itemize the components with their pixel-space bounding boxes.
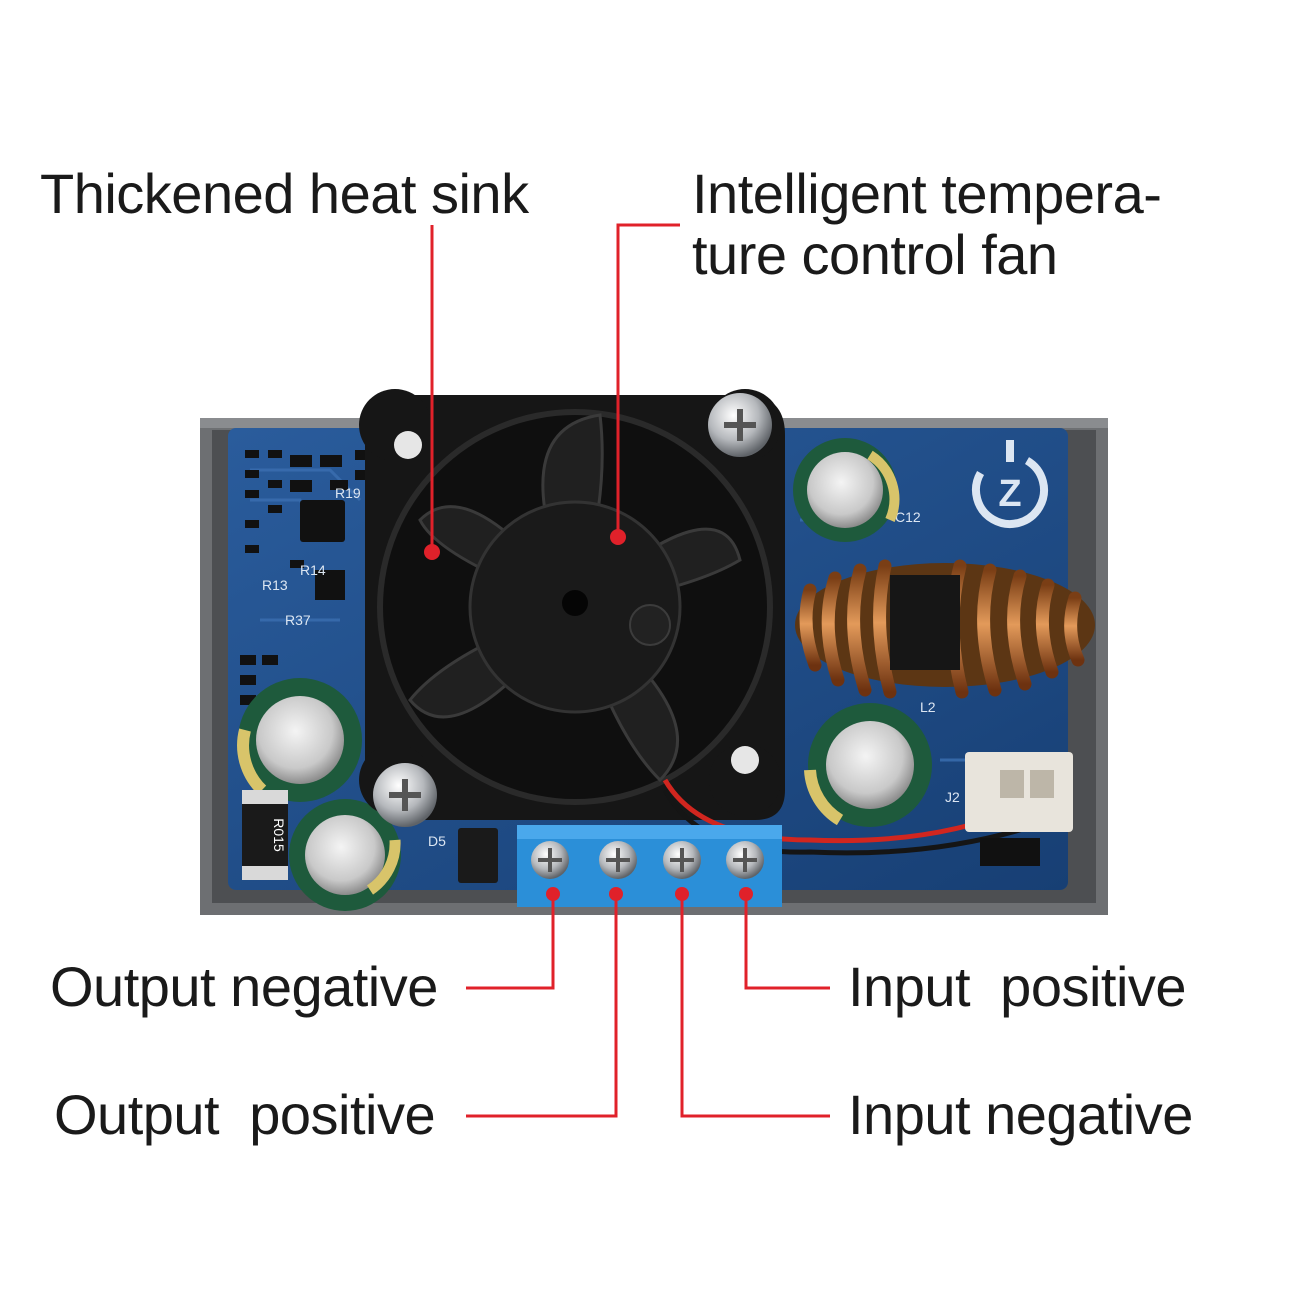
leader-lines [430,223,830,1118]
diode-d5 [458,828,498,883]
capacitor-left-large [237,678,362,802]
capacitor-top-right [793,438,900,542]
capacitors [237,438,932,911]
callout-fan-line2: ture control fan [692,223,1058,286]
callout-output-negative: Output negative [50,955,438,1018]
capacitor-left-small [289,799,401,911]
cooling-fan [359,389,785,820]
callout-output-positive: Output positive [54,1083,436,1146]
silkscreen-r19: R19 [335,485,361,501]
dot-fan [610,529,626,545]
capacitor-mid-right [804,703,932,827]
silkscreen-l2: L2 [920,699,936,715]
screw-top-right [708,393,772,457]
brand-logo: Z [972,440,1048,529]
leader-line-fan [616,223,680,537]
silkscreen-r14: R14 [300,562,326,578]
screws [373,393,772,827]
fan-cable [662,752,1073,866]
leader-line-output-positive [466,894,618,1118]
leader-line-output-negative [466,894,555,990]
terminal-block [517,825,782,907]
logo-letter: Z [998,473,1021,515]
callout-heat-sink: Thickened heat sink [40,162,529,225]
dot-heat-sink [424,544,440,560]
terminal-screw-3 [663,841,701,879]
silkscreen-c12: C12 [895,509,921,525]
shunt-resistor: R015 [242,790,288,880]
screw-bottom-left [373,763,437,827]
resistor-marking: R015 [271,818,287,852]
leader-line-input-negative [680,894,830,1118]
dot-output-negative [546,887,560,901]
toroid-inductor [795,559,1095,699]
terminal-screw-2 [599,841,637,879]
dot-input-negative [675,887,689,901]
silkscreen-r13: R13 [262,577,288,593]
dot-output-positive [609,887,623,901]
callout-input-positive: Input positive [848,955,1187,1018]
dot-input-positive [739,887,753,901]
silkscreen-r37: R37 [285,612,311,628]
leader-line-input-positive [744,894,830,990]
callout-input-negative: Input negative [848,1083,1193,1146]
silkscreen-d5: D5 [428,833,446,849]
terminal-screw-4 [726,841,764,879]
leader-dots [424,529,753,901]
terminal-screw-1 [531,841,569,879]
silkscreen-j2: J2 [945,789,960,805]
callout-fan-line1: Intelligent tempera- [692,162,1162,225]
